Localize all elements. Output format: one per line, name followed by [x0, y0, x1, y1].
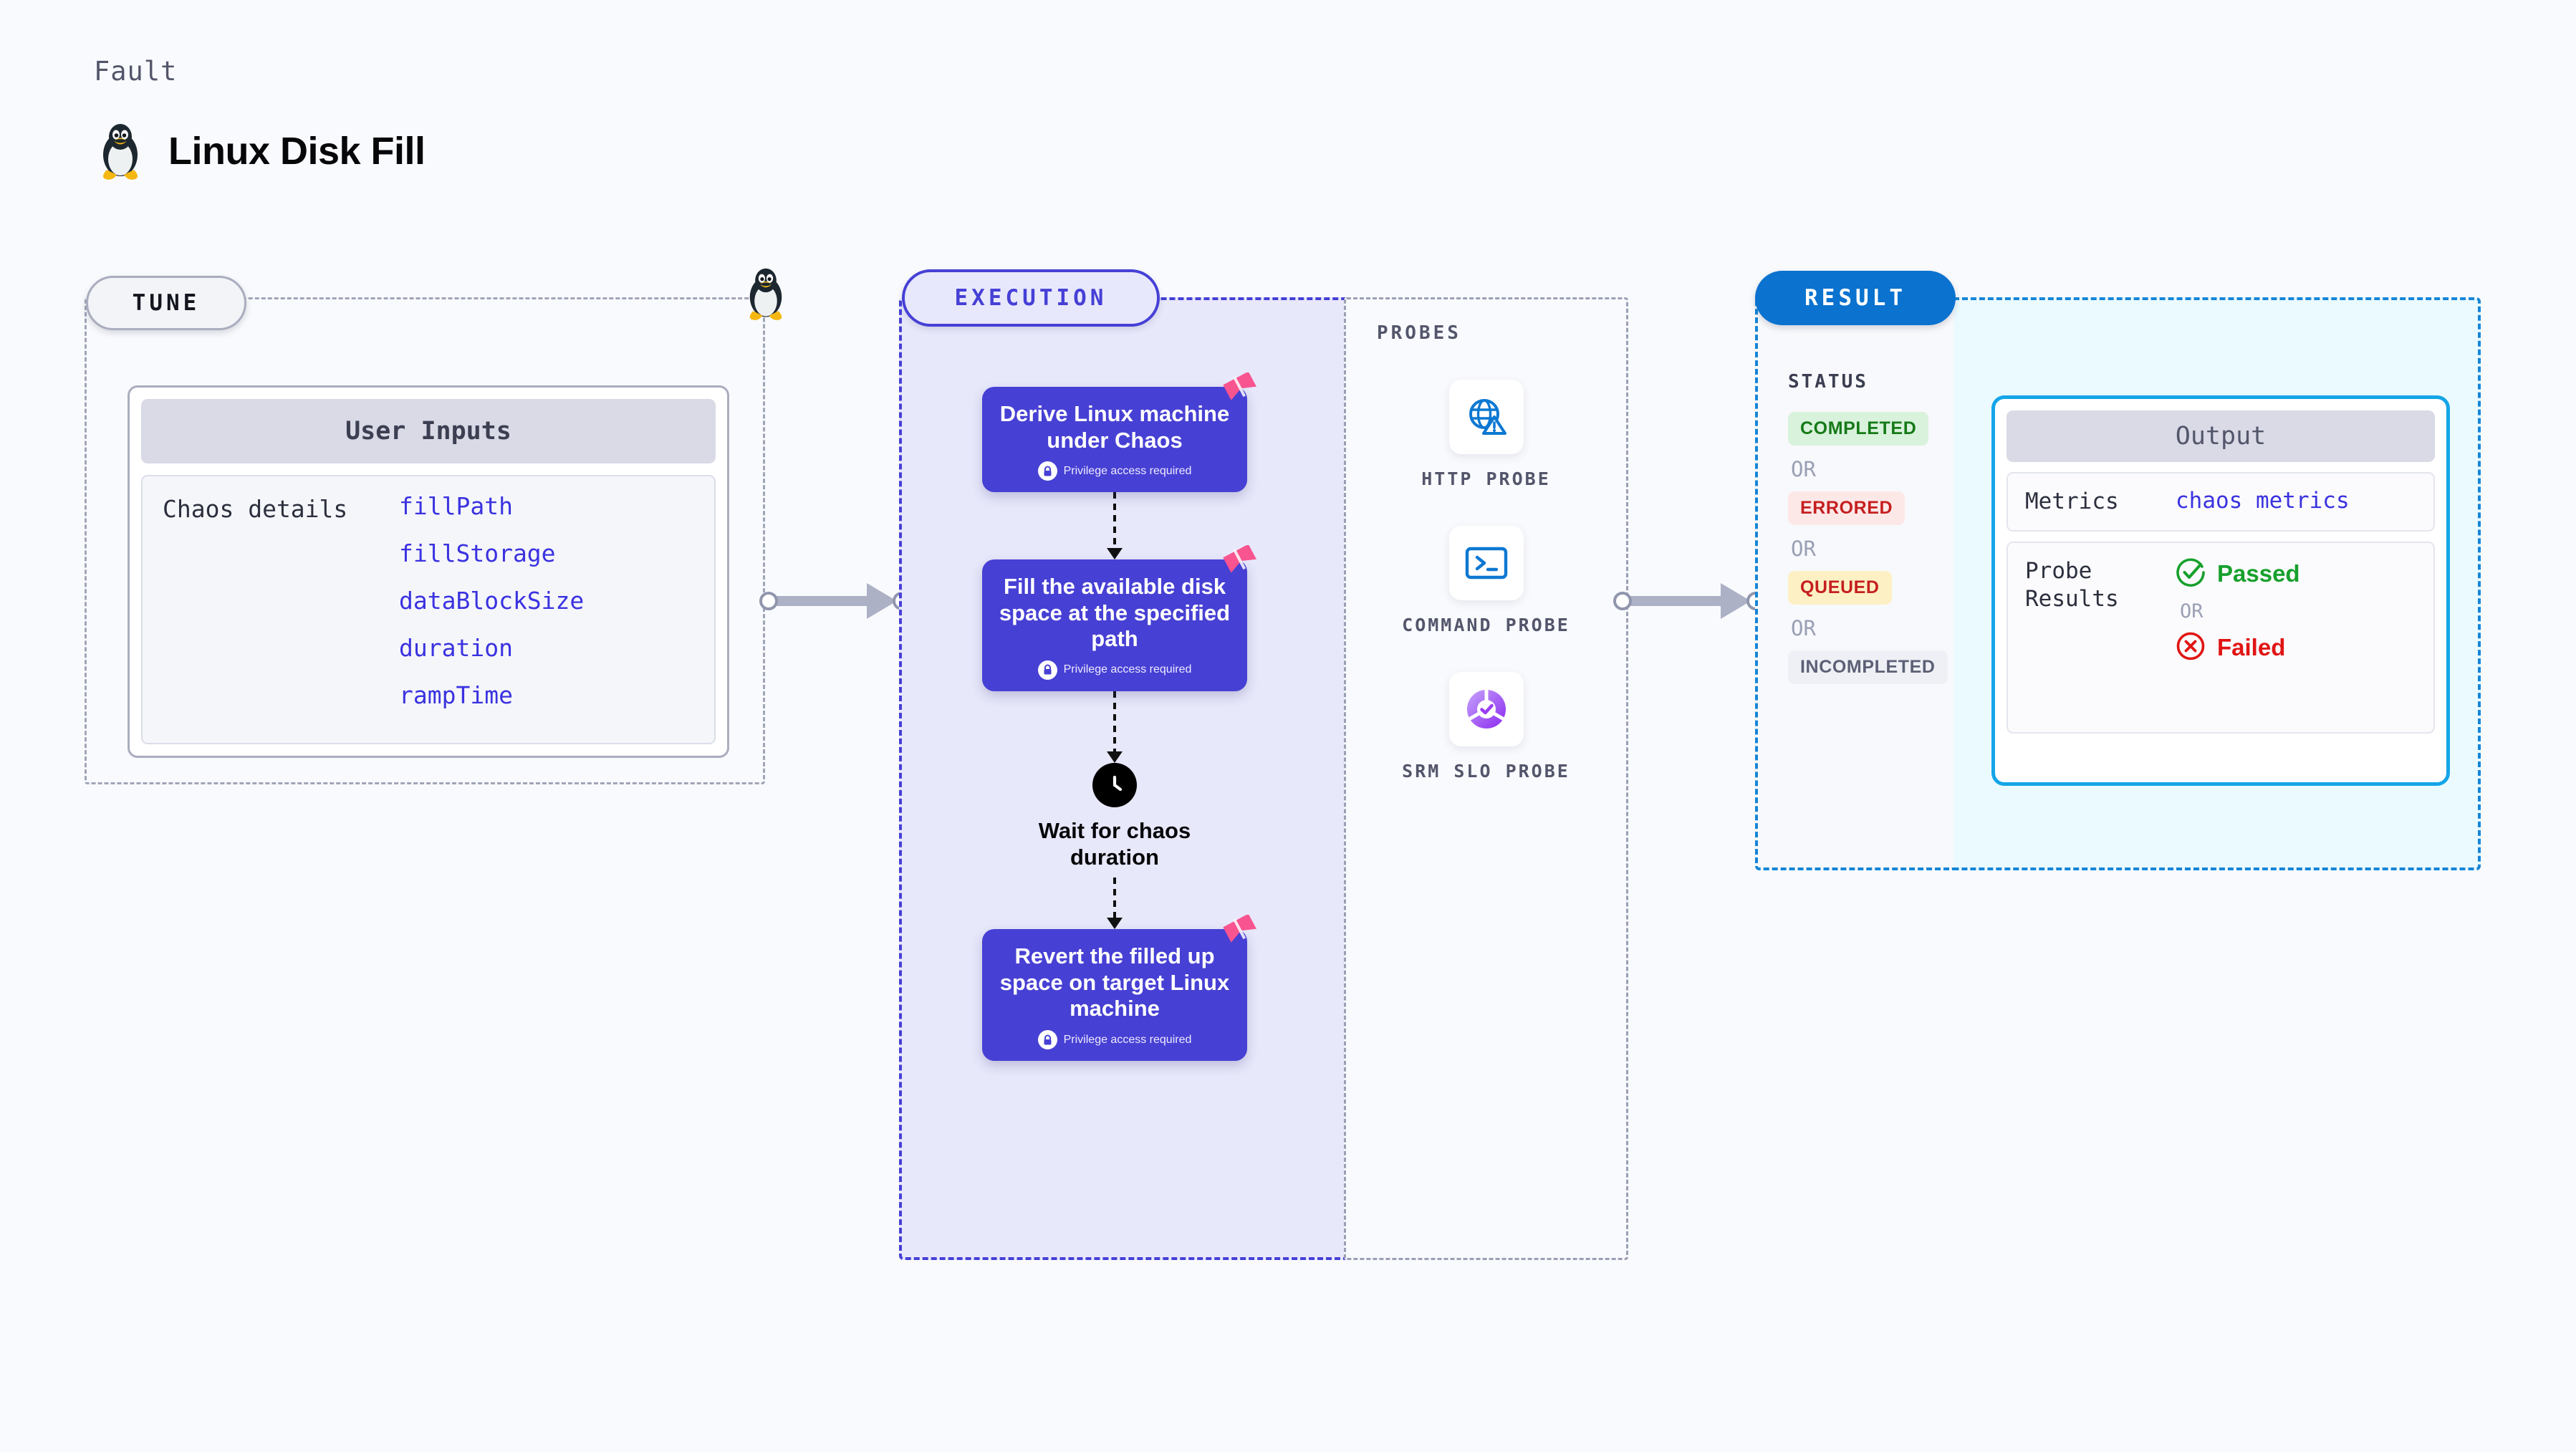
lock-icon — [1037, 461, 1057, 481]
execution-section-pill[interactable]: EXECUTION — [902, 269, 1160, 327]
status-or-label: OR — [1791, 616, 1816, 640]
pink-flag-icon — [1221, 913, 1263, 957]
user-inputs-body: Chaos details fillPath fillStorage dataB… — [141, 475, 716, 744]
privilege-note-text: Privilege access required — [1063, 1033, 1192, 1046]
probe-label: COMMAND PROBE — [1402, 614, 1570, 635]
probe-results-values: Passed OR Failed — [2176, 557, 2300, 718]
page-eyebrow: Fault — [94, 56, 178, 87]
wait-node: Wait for chaos duration — [1007, 762, 1222, 870]
probe-item-command[interactable]: COMMAND PROBE — [1397, 525, 1576, 638]
connector-probes-to-result — [1613, 577, 1765, 620]
privilege-note: Privilege access required — [998, 461, 1231, 481]
user-inputs-header: User Inputs — [141, 399, 716, 463]
probe-result-or-label: OR — [2180, 600, 2203, 622]
metrics-label: Metrics — [2025, 489, 2119, 514]
wait-node-label: Wait for chaos duration — [1038, 817, 1191, 870]
probe-item-http[interactable]: HTTP PROBE — [1397, 380, 1576, 491]
flow-arrow — [1107, 691, 1123, 763]
chaos-details-label: Chaos details — [163, 495, 348, 523]
execution-step-card[interactable]: Fill the available disk space at the spe… — [982, 544, 1256, 691]
metrics-value[interactable]: chaos metrics — [2176, 488, 2350, 514]
execution-step-title: Fill the available disk space at the spe… — [999, 574, 1231, 652]
output-metrics-row: Metrics chaos metrics — [2007, 472, 2435, 532]
output-card: Output Metrics chaos metrics Probe Resul… — [1991, 395, 2450, 786]
probes-list: HTTP PROBE COMMAND PROBE — [1344, 380, 1628, 783]
param-fillPath[interactable]: fillPath — [399, 492, 513, 520]
flow-arrow — [1107, 492, 1123, 560]
probe-item-srm-slo[interactable]: SRM SLO PROBE — [1397, 671, 1576, 784]
output-header: Output — [2007, 410, 2435, 462]
execution-step-title: Revert the filled up space on target Lin… — [999, 943, 1230, 1021]
param-duration[interactable]: duration — [399, 634, 513, 662]
connector-arrowhead — [1721, 583, 1751, 619]
privilege-note-text: Privilege access required — [1063, 464, 1192, 477]
status-badge-errored: ERRORED — [1788, 491, 1905, 525]
clock-icon — [1092, 762, 1137, 807]
pink-flag-icon — [1221, 371, 1263, 415]
probe-result-failed: Failed — [2176, 631, 2300, 664]
privilege-note-text: Privilege access required — [1063, 663, 1192, 676]
lock-icon — [1037, 1030, 1057, 1049]
linux-penguin-marker-icon — [744, 266, 788, 324]
probe-label: HTTP PROBE — [1421, 468, 1551, 489]
page-title: Linux Disk Fill — [97, 122, 426, 181]
execution-step-title: Derive Linux machine under Chaos — [999, 401, 1230, 453]
status-badge-completed: COMPLETED — [1788, 412, 1929, 446]
terminal-icon — [1448, 525, 1524, 600]
output-probe-results-row: Probe Results Passed OR — [2007, 541, 2435, 734]
connector-start-dot — [759, 592, 778, 610]
execution-step-card[interactable]: Revert the filled up space on target Lin… — [982, 913, 1256, 1061]
x-circle-icon — [2176, 631, 2206, 664]
linux-penguin-icon — [97, 122, 144, 181]
probes-section-boundary — [1344, 297, 1628, 1260]
privilege-note: Privilege access required — [998, 660, 1231, 680]
tune-section-pill[interactable]: TUNE — [86, 276, 246, 330]
passed-label: Passed — [2217, 559, 2300, 587]
connector-arrowhead — [867, 583, 897, 619]
privilege-note: Privilege access required — [998, 1030, 1231, 1049]
probes-title: PROBES — [1377, 322, 1461, 344]
execution-step-card[interactable]: Derive Linux machine under Chaos Privile… — [982, 371, 1256, 493]
result-section-pill[interactable]: RESULT — [1755, 271, 1956, 325]
param-dataBlockSize[interactable]: dataBlockSize — [399, 587, 585, 615]
chaos-params-list: fillPath fillStorage dataBlockSize durat… — [399, 492, 584, 727]
lock-icon — [1037, 660, 1057, 680]
page-title-text: Linux Disk Fill — [168, 130, 426, 173]
status-or-label: OR — [1791, 537, 1816, 561]
pink-flag-icon — [1221, 544, 1263, 587]
slo-donut-check-icon — [1448, 671, 1524, 746]
connector-tune-to-execution — [759, 577, 911, 620]
globe-warning-icon — [1448, 380, 1524, 454]
user-inputs-card: User Inputs Chaos details fillPath fillS… — [128, 385, 729, 758]
param-rampTime[interactable]: rampTime — [399, 681, 513, 709]
status-list: COMPLETED OR ERRORED OR QUEUED OR INCOMP… — [1788, 412, 1948, 684]
execution-flow: Derive Linux machine under Chaos Privile… — [981, 371, 1256, 1061]
failed-label: Failed — [2217, 633, 2286, 660]
probe-results-label: Probe Results — [2025, 557, 2119, 612]
status-title: STATUS — [1788, 371, 1868, 393]
param-fillStorage[interactable]: fillStorage — [399, 539, 556, 567]
status-or-label: OR — [1791, 457, 1816, 481]
tune-section-boundary — [85, 297, 765, 784]
check-circle-icon — [2176, 557, 2206, 590]
probe-label: SRM SLO PROBE — [1402, 760, 1570, 782]
connector-start-dot — [1613, 592, 1632, 610]
probe-result-passed: Passed — [2176, 557, 2300, 590]
status-badge-incompleted: INCOMPLETED — [1788, 650, 1948, 684]
status-badge-queued: QUEUED — [1788, 571, 1892, 605]
flow-arrow — [1107, 878, 1123, 930]
